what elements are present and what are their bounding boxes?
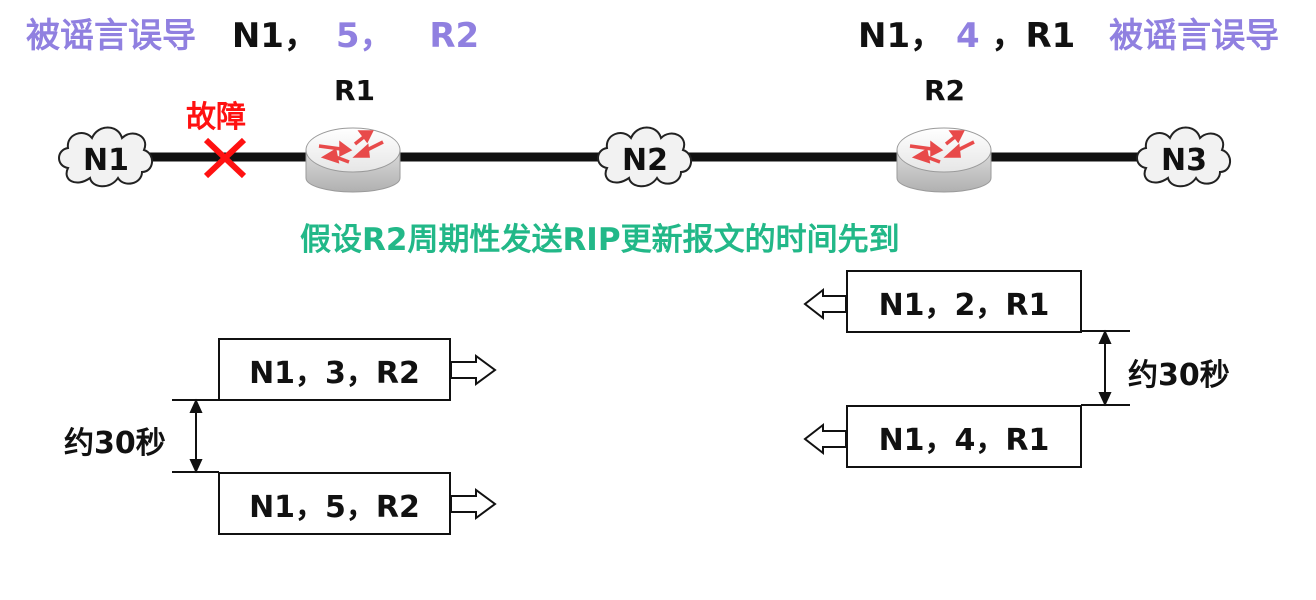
- interval-label-right: 约30秒: [1128, 358, 1230, 393]
- left-arrow-icon: [803, 422, 847, 456]
- network-label-n3: N3: [1161, 143, 1207, 178]
- scenario-caption: 假设R2周期性发送RIP更新报文的时间先到: [300, 222, 900, 258]
- route-update-box: N1，2，R1: [846, 270, 1082, 333]
- header-left-cost: 5，: [335, 16, 394, 56]
- router-r1-icon: [305, 127, 401, 193]
- interval-label-left: 约30秒: [64, 426, 166, 461]
- misled-label-right: 被谣言误导: [1109, 16, 1280, 56]
- interval-marker-left: [172, 398, 219, 474]
- network-label-n1: N1: [83, 143, 129, 178]
- cloud-n1-icon: [58, 126, 153, 188]
- route-update-box: N1，5，R2: [218, 472, 451, 535]
- fault-label: 故障: [186, 100, 246, 135]
- router-label-r1: R1: [334, 74, 376, 107]
- right-arrow-icon: [450, 488, 497, 520]
- interval-marker-right: [1081, 329, 1130, 407]
- header-right-cost: 4: [955, 16, 980, 56]
- header-right: N1， 4 ，R1 被谣言误导: [858, 16, 1279, 56]
- fault-cross-icon: [203, 137, 247, 179]
- router-label-r2: R2: [924, 74, 966, 107]
- right-arrow-icon: [450, 354, 497, 386]
- header-right-network: N1，: [858, 16, 945, 56]
- router-r2-icon: [896, 127, 992, 193]
- header-right-next-hop: ，R1: [991, 16, 1076, 56]
- misled-label-left: 被谣言误导: [26, 16, 196, 56]
- route-update-box: N1，4，R1: [846, 405, 1082, 468]
- left-arrow-icon: [803, 287, 847, 321]
- header-left-next-hop: R2: [429, 16, 480, 56]
- cloud-n2-icon: [597, 126, 692, 188]
- header-left: 被谣言误导 N1， 5， R2: [26, 16, 479, 56]
- header-left-network: N1，: [231, 16, 318, 56]
- cloud-n3-icon: [1136, 126, 1231, 188]
- route-update-box: N1，3，R2: [218, 338, 451, 401]
- network-label-n2: N2: [622, 143, 668, 178]
